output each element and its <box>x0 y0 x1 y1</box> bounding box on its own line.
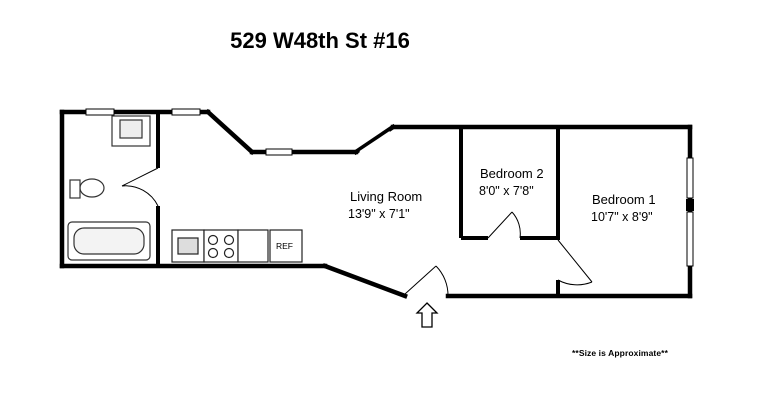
bedroom2-name: Bedroom 2 <box>480 166 544 181</box>
counter <box>237 229 269 263</box>
doors <box>121 167 593 297</box>
bedroom1-name: Bedroom 1 <box>592 192 656 207</box>
bedroom1-size: 10'7" x 8'9" <box>591 210 653 224</box>
burner-3 <box>207 247 219 259</box>
window-diagonal <box>359 131 391 153</box>
burner-1 <box>207 234 219 246</box>
dishwasher <box>171 229 205 263</box>
bedroom1-door-swing <box>557 239 593 286</box>
toilet-tank <box>69 179 81 199</box>
exterior-walls <box>59 108 693 299</box>
refrigerator-label: REF <box>276 241 293 251</box>
sink-basin <box>119 119 143 139</box>
window-living <box>265 148 293 156</box>
kitchen-appliances <box>171 229 303 263</box>
burner-2 <box>223 234 235 246</box>
toilet-bowl <box>79 178 105 198</box>
window-bedroom1-right-top <box>686 157 694 199</box>
bath-door-swing <box>121 167 159 207</box>
bathroom-fixtures <box>67 115 151 261</box>
windows <box>85 108 694 267</box>
window-bedroom1-right-bottom <box>686 211 694 267</box>
entry-door-swing <box>404 265 449 297</box>
size-approximate-note: **Size is Approximate** <box>572 348 668 358</box>
dishwasher-inner <box>177 237 199 255</box>
bathtub-inner <box>73 227 145 255</box>
window-kitchen <box>171 108 201 116</box>
living-room-size: 13'9" x 7'1" <box>348 207 410 221</box>
top-wall-step <box>352 123 397 156</box>
interior-walls <box>156 112 560 296</box>
bottom-wall-diagonal <box>322 263 408 299</box>
bedroom2-size: 8'0" x 7'8" <box>479 184 534 198</box>
top-wall-diagonal <box>204 108 256 156</box>
bedroom2-door-swing <box>487 211 521 239</box>
burner-4 <box>223 247 235 259</box>
refrigerator <box>269 229 303 263</box>
window-bath <box>85 108 115 116</box>
wall-block-right <box>686 199 694 211</box>
living-room-name: Living Room <box>350 189 422 204</box>
entrance-arrow-icon <box>415 302 439 328</box>
floor-plan-title: 529 W48th St #16 <box>230 28 410 53</box>
stove <box>203 229 239 263</box>
